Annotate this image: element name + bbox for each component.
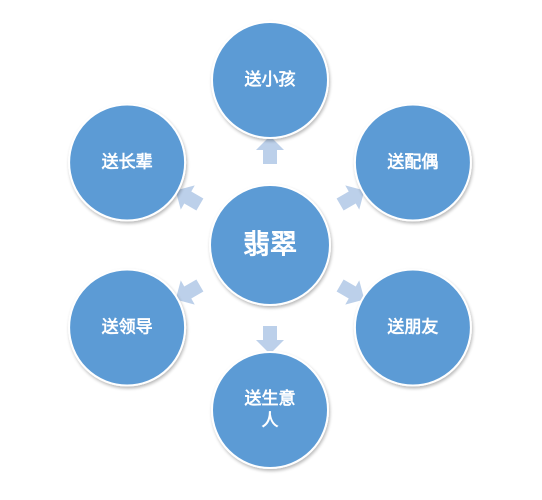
node-top: 送小孩 <box>211 21 329 139</box>
arrow-top-left <box>175 185 204 211</box>
arrow-bottom-right <box>336 279 365 305</box>
center-label: 翡翠 <box>243 230 297 261</box>
node-bottom-right: 送朋友 <box>353 268 472 387</box>
arrow-top-right <box>336 185 365 211</box>
arrows-layer <box>175 136 365 354</box>
arrow-top <box>256 136 284 164</box>
arrow-bottom <box>256 326 284 354</box>
node-top-left: 送长辈 <box>68 103 187 222</box>
center-node: 翡翠 <box>209 184 331 306</box>
node-circle-top-right <box>353 103 472 222</box>
node-circle-bottom-right <box>353 268 472 387</box>
node-label-bottom-left: 送领导 <box>102 317 153 338</box>
center-circle <box>209 184 331 306</box>
node-label-bottom-line-1: 送生意 <box>245 388 296 409</box>
node-label-bottom-right: 送朋友 <box>387 317 438 338</box>
node-circle-top <box>211 21 329 139</box>
node-circle-bottom <box>211 351 329 469</box>
arrow-bottom-left <box>175 279 204 305</box>
node-bottom-left: 送领导 <box>68 268 187 387</box>
node-label-top-right: 送配偶 <box>387 152 438 173</box>
node-label-bottom-line-2: 人 <box>262 411 280 431</box>
node-top-right: 送配偶 <box>353 103 472 222</box>
node-circle-top-left <box>68 103 187 222</box>
node-circle-bottom-left <box>68 268 187 387</box>
node-label-top: 送小孩 <box>245 69 296 90</box>
node-label-top-left: 送长辈 <box>102 152 153 173</box>
